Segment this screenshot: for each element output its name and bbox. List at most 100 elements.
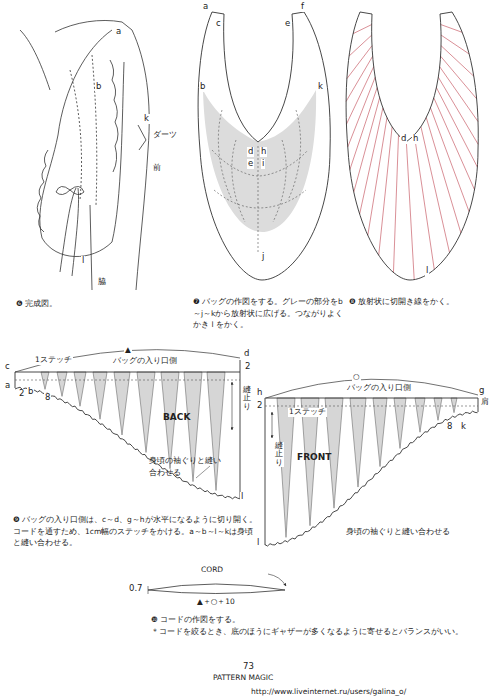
slash-line xyxy=(393,135,398,272)
point-label: CORD xyxy=(200,566,224,575)
slash-line xyxy=(434,98,475,190)
gather-wedge xyxy=(451,398,457,413)
point-label: b xyxy=(199,82,206,92)
bag-draft xyxy=(198,12,330,280)
point-label: d xyxy=(247,147,254,157)
point-label: 脇 xyxy=(97,278,107,287)
point-label: 73 xyxy=(242,662,255,672)
point-label: 8 xyxy=(44,393,51,403)
gather-wedge xyxy=(114,372,130,435)
gather-wedge xyxy=(93,372,107,419)
point-label: l xyxy=(81,256,85,266)
gather-wedge xyxy=(415,398,425,432)
point-label: http://www.liveinternet.ru/users/galina_… xyxy=(250,688,407,697)
point-label: 2 xyxy=(244,362,251,372)
point-label: 肩 xyxy=(480,398,490,407)
point-label: PATTERN MAGIC xyxy=(212,674,274,683)
point-label: b xyxy=(95,82,102,92)
point-label: FRONT xyxy=(296,452,332,462)
point-label: h xyxy=(260,147,267,157)
point-label: i xyxy=(261,159,265,169)
point-label: バッグの入り口側 xyxy=(112,357,178,366)
caption-text: ❽ 放射状に切開き線をかく。 xyxy=(348,296,490,308)
point-label: 2 xyxy=(18,389,25,399)
slash-line xyxy=(441,46,474,77)
vertical-note: 縫止り xyxy=(274,442,284,467)
slash-line xyxy=(421,127,450,253)
point-label: l xyxy=(256,538,260,548)
gather-wedge xyxy=(74,372,86,406)
caption-text: ❿ コードの作図をする。 xyxy=(150,614,472,626)
slash-line xyxy=(348,77,375,147)
gather-wedge xyxy=(184,372,202,482)
point-label: h xyxy=(256,388,263,398)
caption-text: ❼ バッグの作図をする。グレーの部分をb～j～kから放射状に広げる。つながりよく… xyxy=(192,296,346,331)
back-pattern-piece xyxy=(15,350,240,499)
point-label: j xyxy=(261,252,265,262)
gather-wedge xyxy=(350,398,366,487)
caption-text: ❻ 完成図。 xyxy=(15,298,58,310)
slash-line xyxy=(347,46,372,79)
point-label: c xyxy=(215,19,222,29)
gather-wedge xyxy=(394,398,406,448)
slash-line xyxy=(360,108,383,214)
point-label: k xyxy=(143,114,150,124)
point-label: BACK xyxy=(162,412,191,422)
slash-line xyxy=(438,77,478,144)
point-label: a xyxy=(202,2,209,12)
point-label: d xyxy=(243,349,250,359)
point-label: l xyxy=(240,492,244,502)
point-label: e xyxy=(284,19,291,29)
slash-line xyxy=(430,108,469,212)
point-label: 2 xyxy=(256,401,263,411)
point-label: k xyxy=(317,82,324,92)
caption-text: ＊コードを絞るとき、底のほうにギャザーが多くなるように寄せるとバランスがいい。 xyxy=(150,626,482,638)
slash-line xyxy=(353,25,372,34)
point-label: バッグの入り口側 xyxy=(346,384,412,393)
point-label: 0.7 xyxy=(128,584,144,594)
point-label: 1ステッチ xyxy=(34,356,73,365)
point-label: 1ステッチ xyxy=(288,408,327,417)
gather-wedge xyxy=(57,372,67,396)
cord-pattern xyxy=(148,574,286,594)
point-label: 前 xyxy=(152,164,162,173)
slash-line xyxy=(354,98,380,192)
point-label: d xyxy=(400,134,407,144)
point-label: l xyxy=(425,266,429,276)
point-label: f xyxy=(300,2,305,12)
gather-wedge xyxy=(373,398,387,467)
slash-line xyxy=(346,56,373,101)
point-label: ▲ xyxy=(124,346,132,355)
front-pattern-piece xyxy=(265,379,478,546)
point-label: c xyxy=(4,362,11,372)
slash-line xyxy=(379,127,392,255)
point-label: 身頃の袖ぐりと縫い合わせる xyxy=(345,528,477,537)
slash-line xyxy=(441,35,469,54)
caption-text: 身頃の袖ぐりと縫い合わせる xyxy=(148,455,222,478)
point-label: k xyxy=(460,422,467,432)
slash-line xyxy=(368,118,387,236)
slash-draft xyxy=(346,12,478,280)
gather-wedge xyxy=(277,398,295,537)
vertical-note: 縫止り xyxy=(242,386,252,411)
point-label: ダーツ xyxy=(152,131,178,140)
slash-line xyxy=(414,135,434,270)
gather-wedge xyxy=(137,372,155,452)
point-label: a xyxy=(4,381,11,391)
point-label: ▲＋○＋10 xyxy=(196,598,236,607)
slash-line xyxy=(436,88,477,167)
gather-wedge xyxy=(434,398,442,420)
point-label: e xyxy=(247,159,254,169)
point-label: 8 xyxy=(446,422,453,432)
point-label: a xyxy=(115,27,122,37)
point-label: b xyxy=(27,387,34,397)
point-label: g xyxy=(478,386,485,396)
finished-figure xyxy=(20,20,149,290)
point-label: h xyxy=(412,134,419,144)
gather-wedge xyxy=(41,372,49,389)
caption-text: ❾ バッグの入り口側は、c～d、g～hが水平になるように切り開く。コードを通すた… xyxy=(12,514,258,549)
gather-wedge xyxy=(207,372,225,491)
slash-line xyxy=(406,142,414,280)
